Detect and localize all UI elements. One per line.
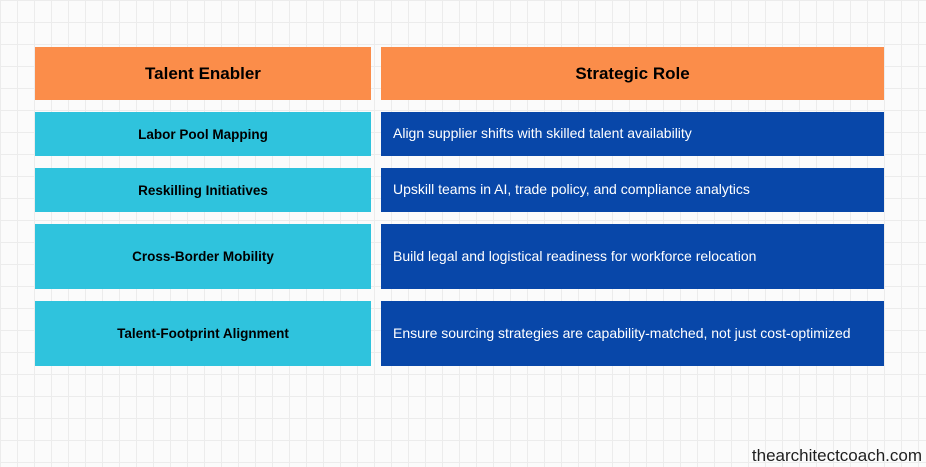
role-cell-cross-border-mobility: Build legal and logistical readiness for… xyxy=(381,224,884,289)
header-strategic-role: Strategic Role xyxy=(381,47,884,100)
enabler-cell-labor-pool-mapping: Labor Pool Mapping xyxy=(35,112,371,156)
role-cell-talent-footprint-alignment: Ensure sourcing strategies are capabilit… xyxy=(381,301,884,366)
talent-strategy-table: Talent Enabler Strategic Role Labor Pool… xyxy=(35,47,884,366)
enabler-cell-reskilling-initiatives: Reskilling Initiatives xyxy=(35,168,371,212)
header-talent-enabler: Talent Enabler xyxy=(35,47,371,100)
role-cell-labor-pool-mapping: Align supplier shifts with skilled talen… xyxy=(381,112,884,156)
enabler-cell-talent-footprint-alignment: Talent-Footprint Alignment xyxy=(35,301,371,366)
role-cell-reskilling-initiatives: Upskill teams in AI, trade policy, and c… xyxy=(381,168,884,212)
watermark-text: thearchitectcoach.com xyxy=(751,446,922,465)
enabler-cell-cross-border-mobility: Cross-Border Mobility xyxy=(35,224,371,289)
